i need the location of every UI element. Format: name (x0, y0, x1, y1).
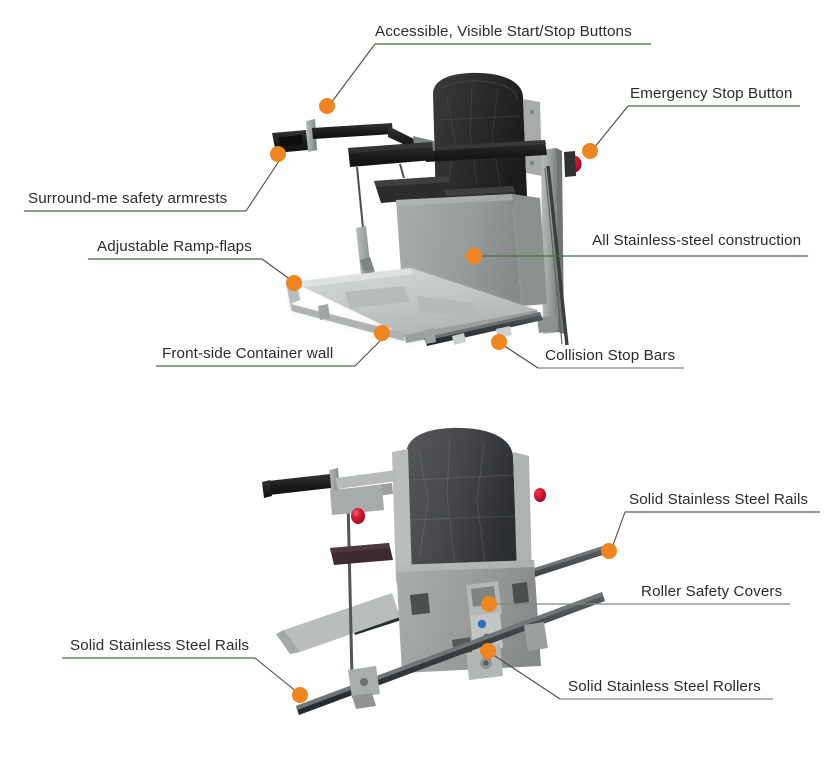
illustration-front-view (272, 72, 582, 346)
leader-line (245, 157, 282, 212)
callout-dot-surround-me-safety-armrests[interactable] (270, 146, 286, 162)
callout-solid-stainless-steel-rollers: Solid Stainless Steel Rollers (480, 643, 773, 700)
leader-line (261, 258, 292, 281)
callout-label-solid-stainless-steel-rollers: Solid Stainless Steel Rollers (568, 678, 761, 695)
callout-start-stop-buttons: Accessible, Visible Start/Stop Buttons (319, 23, 651, 114)
callout-label-all-stainless-steel-construction: All Stainless-steel construction (592, 232, 801, 249)
callout-surround-me-safety-armrests: Surround-me safety armrests (24, 146, 286, 212)
leader-line (254, 657, 298, 693)
collision-stop-bar (424, 312, 543, 346)
callout-dot-front-side-container-wall[interactable] (374, 325, 390, 341)
front-armrest-pad (348, 142, 434, 167)
callout-label-emergency-stop-button: Emergency Stop Button (630, 85, 793, 102)
callout-solid-stainless-steel-rails-left: Solid Stainless Steel Rails (62, 637, 308, 703)
emergency-stop-button-part (564, 151, 582, 177)
callout-dot-roller-safety-covers[interactable] (481, 596, 497, 612)
emergency-stop-button-rear-right (534, 488, 546, 502)
callout-dot-all-stainless-steel-construction[interactable] (466, 248, 482, 264)
leader-line (502, 344, 539, 369)
leader-line (491, 653, 561, 700)
callout-adjustable-ramp-flaps: Adjustable Ramp-flaps (88, 238, 302, 291)
callout-dot-start-stop-buttons[interactable] (319, 98, 335, 114)
callout-label-start-stop-buttons: Accessible, Visible Start/Stop Buttons (375, 23, 632, 40)
callout-collision-stop-bars: Collision Stop Bars (491, 334, 684, 369)
callout-dot-collision-stop-bars[interactable] (491, 334, 507, 350)
callout-roller-safety-covers: Roller Safety Covers (481, 583, 790, 612)
callout-dot-solid-stainless-steel-rails-right[interactable] (601, 543, 617, 559)
illustration-rear-view (262, 427, 609, 715)
leader-line (354, 335, 386, 367)
callout-label-front-side-container-wall: Front-side Container wall (162, 345, 333, 362)
seat-back-rear (392, 427, 532, 582)
callout-label-roller-safety-covers: Roller Safety Covers (641, 583, 783, 600)
callout-emergency-stop-button: Emergency Stop Button (582, 85, 800, 159)
ramp-flap-rear (276, 593, 400, 654)
callout-dot-solid-stainless-steel-rails-left[interactable] (292, 687, 308, 703)
callout-all-stainless-steel-construction: All Stainless-steel construction (466, 232, 808, 264)
container-body-rear (396, 560, 541, 673)
callout-dot-adjustable-ramp-flaps[interactable] (286, 275, 302, 291)
callout-layer: Accessible, Visible Start/Stop ButtonsEm… (24, 23, 820, 703)
leader-line (593, 105, 629, 149)
callout-label-solid-stainless-steel-rails-right: Solid Stainless Steel Rails (629, 491, 808, 508)
callout-front-side-container-wall: Front-side Container wall (156, 325, 390, 367)
callout-label-solid-stainless-steel-rails-left: Solid Stainless Steel Rails (70, 637, 249, 654)
callout-label-surround-me-safety-armrests: Surround-me safety armrests (28, 190, 228, 207)
callout-dot-emergency-stop-button[interactable] (582, 143, 598, 159)
leader-line (611, 511, 626, 549)
surround-armrest-rear (262, 468, 397, 515)
callout-label-collision-stop-bars: Collision Stop Bars (545, 347, 676, 364)
emergency-stop-button-rear (351, 508, 365, 524)
platform-deck (286, 268, 539, 343)
callout-dot-solid-stainless-steel-rollers[interactable] (480, 643, 496, 659)
callout-label-adjustable-ramp-flaps: Adjustable Ramp-flaps (97, 238, 252, 255)
drive-foot (348, 666, 380, 709)
callout-solid-stainless-steel-rails-right: Solid Stainless Steel Rails (601, 491, 820, 559)
leader-line (330, 43, 376, 104)
rear-cross-armrest (424, 140, 547, 162)
